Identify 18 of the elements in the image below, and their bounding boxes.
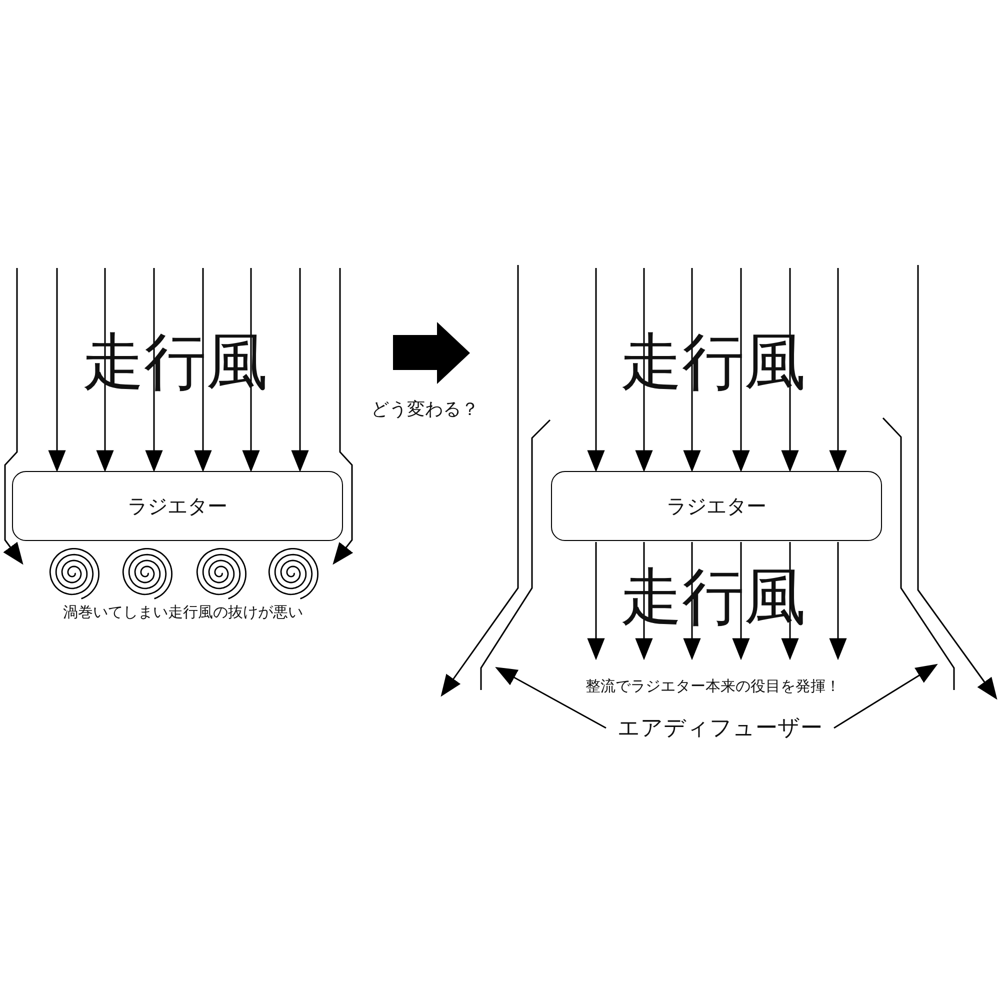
diffuser-wall	[882, 417, 955, 690]
radiator-label: ラジエター	[666, 492, 766, 520]
arrow	[291, 268, 309, 472]
diffuser-wall	[480, 419, 551, 690]
caption: 整流でラジエター本来の役目を発揮！	[586, 678, 840, 694]
caption: 渦巻いてしまい走行風の抜けが悪い	[63, 604, 303, 620]
callout-text: エアディフューザー	[608, 713, 832, 743]
arrow	[587, 542, 605, 660]
arrow	[829, 542, 847, 660]
arrow	[829, 268, 847, 472]
arrow	[834, 664, 938, 729]
arrow	[587, 268, 605, 472]
radiator-box	[551, 471, 882, 541]
caption: どう変わる？	[371, 401, 479, 419]
arrow	[495, 666, 606, 729]
arrow	[48, 268, 66, 472]
radiator-box	[12, 471, 343, 541]
radiator-label: ラジエター	[128, 492, 228, 520]
